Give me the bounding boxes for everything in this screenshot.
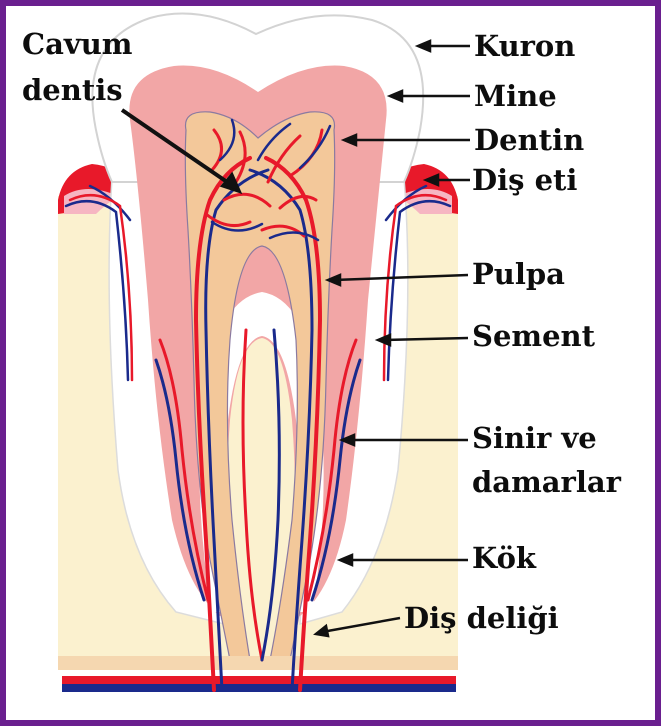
- label-sinir-line1: Sinir ve: [472, 420, 597, 456]
- label-pulpa: Pulpa: [472, 256, 565, 292]
- label-sement: Sement: [472, 318, 595, 354]
- bone-base-strip: [58, 656, 458, 670]
- label-dis-eti: Diş eti: [472, 162, 577, 198]
- artery-base: [62, 676, 456, 684]
- label-mine: Mine: [474, 78, 557, 114]
- label-dis-deligi: Diş deliği: [404, 600, 559, 636]
- vein-base: [62, 684, 456, 692]
- label-sinir-line2: damarlar: [472, 464, 621, 500]
- label-cavum-line1: Cavum: [22, 26, 133, 62]
- label-kuron: Kuron: [474, 28, 575, 64]
- label-cavum-line2: dentis: [22, 72, 123, 108]
- label-dentin: Dentin: [474, 122, 584, 158]
- label-kok: Kök: [472, 540, 536, 576]
